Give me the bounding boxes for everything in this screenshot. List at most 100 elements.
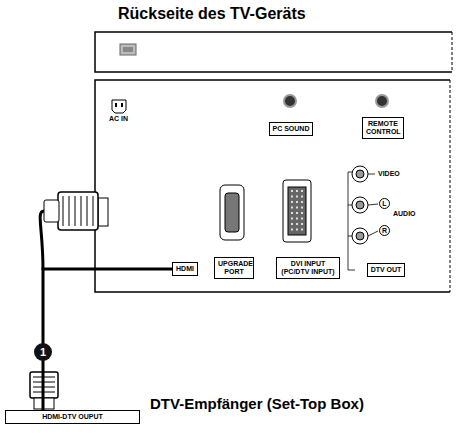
leader-line <box>348 172 355 270</box>
leader-line <box>368 204 378 205</box>
dvi-port <box>301 207 303 209</box>
hdmi-plug <box>87 196 88 226</box>
rca-jacks <box>352 228 368 244</box>
channel-mark: R <box>379 225 390 236</box>
hdmi-plug <box>63 196 93 226</box>
dvi-port <box>291 223 293 225</box>
dvi-port <box>296 196 298 198</box>
rca-jacks <box>352 166 368 182</box>
leader-line <box>368 231 378 236</box>
hdmi-plug <box>98 198 108 226</box>
hdmi-plug <box>44 200 59 222</box>
hdmi-cable <box>43 269 172 410</box>
port-name: AUDIO <box>393 210 416 218</box>
dvi-port <box>291 218 293 220</box>
upgrade-port <box>225 193 239 232</box>
upgrade-port <box>220 185 244 240</box>
dvi-port <box>291 201 293 203</box>
ac-socket <box>121 103 123 107</box>
ac-socket <box>112 100 126 113</box>
node-text: HDMI-DTV OUPUT <box>9 413 136 421</box>
port-label: UPGRADE PORT <box>214 257 254 279</box>
port-name: AC IN <box>109 115 128 123</box>
title: Rückseite des TV-Geräts <box>118 5 306 23</box>
hdmi-plug <box>93 196 94 226</box>
port-label: DVI INPUT (PC/DTV INPUT) <box>276 257 340 279</box>
port-label: DTV OUT <box>367 263 406 277</box>
strip-icon <box>123 47 133 52</box>
hdmi-plug <box>58 192 98 230</box>
dvi-port <box>291 207 293 209</box>
top-strip <box>452 32 453 72</box>
dvi-port <box>301 201 303 203</box>
leader-line <box>368 174 375 175</box>
port-label: PC SOUND <box>269 122 314 136</box>
device-box: HDMI-DTV OUPUT <box>5 410 140 424</box>
dvi-port <box>301 196 303 198</box>
channel-mark: L <box>379 198 390 209</box>
hdmi-plug <box>75 196 76 226</box>
rca-jacks <box>356 170 364 178</box>
mini-jack <box>284 95 388 107</box>
top-strip <box>95 32 452 72</box>
dvi-port <box>296 207 298 209</box>
dvi-port <box>291 196 293 198</box>
hdmi-plug <box>69 196 70 226</box>
dvi-port <box>291 229 293 231</box>
rca-jacks <box>352 197 368 213</box>
hdmi-plug <box>81 196 82 226</box>
back-panel <box>95 80 450 292</box>
strip-icon <box>120 44 136 55</box>
node-text: HDMI <box>176 265 194 273</box>
dvi-port <box>291 212 293 214</box>
node-text: UPGRADE PORT <box>218 260 250 276</box>
hdmi-plug <box>40 192 108 270</box>
leader-line <box>348 205 352 206</box>
hdmi-plug <box>40 211 44 270</box>
dvi-port <box>296 223 298 225</box>
dvi-port <box>283 180 311 242</box>
dvi-port <box>301 229 303 231</box>
node-text: DVI INPUT (PC/DTV INPUT) <box>280 260 336 276</box>
dvi-port <box>288 187 306 235</box>
ac-socket <box>112 100 126 113</box>
port-name: VIDEO <box>378 170 400 178</box>
back-panel <box>95 80 450 292</box>
ac-socket <box>115 103 117 107</box>
dvi-port <box>301 212 303 214</box>
port-label: REMOTE CONTROL <box>362 117 404 139</box>
mini-jack <box>284 95 296 107</box>
dvi-port <box>296 201 298 203</box>
node-text: DTV OUT <box>371 266 402 274</box>
callout-number: 1 <box>34 343 52 361</box>
dvi-port <box>296 212 298 214</box>
dvi-port <box>301 218 303 220</box>
dvi-port <box>291 190 293 192</box>
upgrade-port <box>220 185 244 240</box>
port-label: HDMI <box>172 262 198 276</box>
dvi-port <box>301 223 303 225</box>
node-text: REMOTE CONTROL <box>366 120 400 136</box>
dvi-port <box>283 180 311 242</box>
mini-jack <box>376 95 388 107</box>
leader-line <box>348 172 378 270</box>
node-text: PC SOUND <box>273 125 310 133</box>
leader-line <box>348 236 352 237</box>
dvi-port <box>296 190 298 192</box>
dvi-port <box>296 229 298 231</box>
top-strip <box>95 32 452 72</box>
dvi-port <box>301 190 303 192</box>
rca-jacks <box>352 166 368 244</box>
device-name: DTV-Empfänger (Set-Top Box) <box>150 396 364 413</box>
hdmi-plug <box>63 196 64 226</box>
rca-jacks <box>356 201 364 209</box>
strip-icon <box>120 44 136 55</box>
rca-jacks <box>356 232 364 240</box>
dvi-port <box>296 218 298 220</box>
back-panel <box>450 80 451 292</box>
dvi-port <box>291 190 303 231</box>
